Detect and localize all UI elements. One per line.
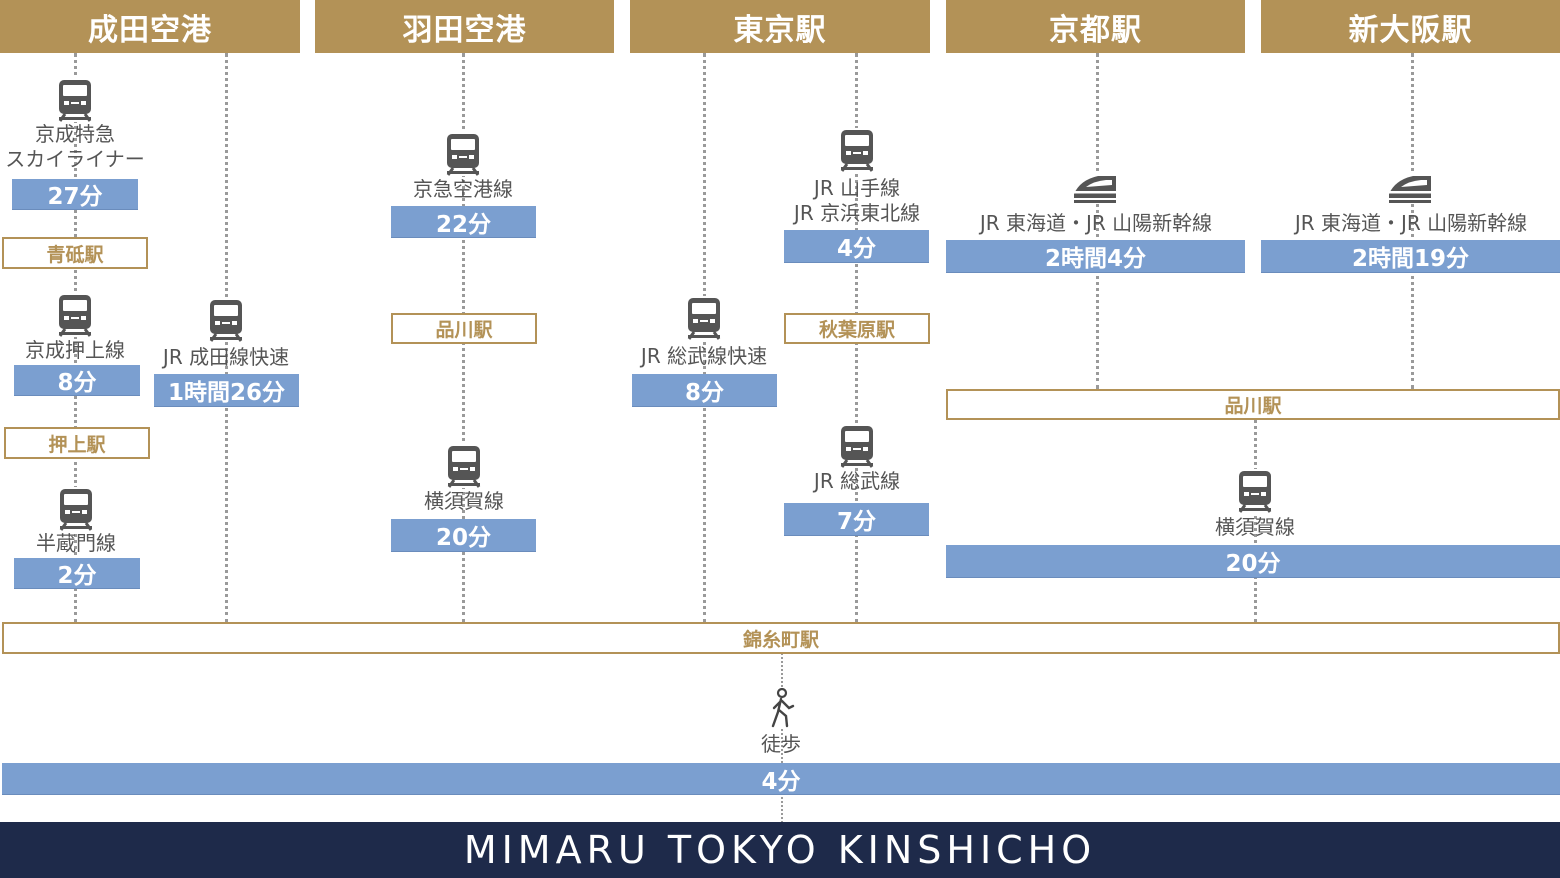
header-narita-airport: 成田空港 [0, 0, 300, 53]
label-jr-yamanote-keihin: JR 山手線 JR 京浜東北線 [794, 176, 920, 226]
train-icon [443, 132, 483, 176]
label-shinkansen-shin-osaka: JR 東海道・JR 山陽新幹線 [1294, 211, 1528, 235]
label-jr-sobu: JR 総武線 [813, 469, 901, 493]
label-keisei-oshiage: 京成押上線 [25, 338, 125, 362]
time-yokosuka-haneda: 20分 [391, 519, 536, 551]
time-jr-narita-rapid: 1時間26分 [154, 374, 299, 406]
label-yokosuka-shared: 横須賀線 [1215, 515, 1295, 539]
shinkansen-icon [1072, 172, 1120, 204]
shinkansen-icon [1387, 172, 1435, 204]
route-line-shin-osaka [1411, 53, 1414, 389]
label-jr-keihin-tohoku: JR 京浜東北線 [793, 201, 921, 225]
train-icon [206, 298, 246, 342]
label-keisei-skyliner: 京成特急 スカイライナー [5, 122, 145, 172]
train-icon [837, 424, 877, 468]
time-shinkansen-kyoto: 2時間4分 [946, 240, 1245, 272]
route-line-walk [781, 653, 783, 823]
time-yokosuka-shared: 20分 [946, 545, 1560, 577]
walking-person-icon [767, 688, 797, 728]
time-keisei-skyliner: 27分 [12, 179, 138, 210]
header-kyoto-station: 京都駅 [946, 0, 1245, 53]
time-keisei-oshiage: 8分 [14, 365, 140, 396]
time-shinkansen-shin-osaka: 2時間19分 [1261, 240, 1560, 272]
time-jr-sobu-rapid: 8分 [632, 374, 777, 406]
label-walk: 徒歩 [761, 732, 801, 756]
train-icon [444, 444, 484, 488]
label-jr-yamanote: JR 山手線 [813, 176, 901, 200]
train-icon [55, 293, 95, 337]
time-jr-yamanote: 4分 [784, 230, 929, 262]
time-hanzomon: 2分 [14, 558, 140, 589]
time-keikyu-airport: 22分 [391, 206, 536, 238]
train-icon [837, 128, 877, 172]
train-icon [56, 487, 96, 531]
label-jr-narita-rapid: JR 成田線快速 [162, 345, 290, 369]
label-shinkansen-kyoto: JR 東海道・JR 山陽新幹線 [979, 211, 1213, 235]
train-icon [684, 296, 724, 340]
header-tokyo-station: 東京駅 [630, 0, 930, 53]
header-shin-osaka-station: 新大阪駅 [1261, 0, 1560, 53]
station-shinagawa-haneda: 品川駅 [391, 313, 537, 344]
train-icon [1235, 469, 1275, 513]
label-hanzomon: 半蔵門線 [36, 531, 116, 555]
label-keisei-skyliner-line1: 京成特急 [34, 122, 115, 146]
station-akihabara: 秋葉原駅 [784, 313, 930, 344]
route-line-shinagawa-yokosuka [1254, 419, 1257, 623]
hotel-name-footer: MIMARU TOKYO KINSHICHO [0, 822, 1560, 878]
label-keisei-skyliner-line2: スカイライナー [5, 147, 145, 171]
route-line-narita-keisei [74, 53, 77, 623]
label-keikyu-airport: 京急空港線 [413, 177, 513, 201]
station-aoto: 青砥駅 [2, 237, 148, 269]
station-kinshicho: 錦糸町駅 [2, 622, 1560, 654]
label-jr-sobu-rapid: JR 総武線快速 [640, 344, 768, 368]
train-icon [55, 78, 95, 122]
time-walk: 4分 [2, 763, 1560, 795]
header-haneda-airport: 羽田空港 [315, 0, 614, 53]
route-line-kyoto [1096, 53, 1099, 389]
time-jr-sobu: 7分 [784, 503, 929, 535]
station-oshiage: 押上駅 [4, 427, 150, 459]
label-yokosuka-haneda: 横須賀線 [424, 489, 504, 513]
station-shinagawa-shared: 品川駅 [946, 389, 1560, 420]
